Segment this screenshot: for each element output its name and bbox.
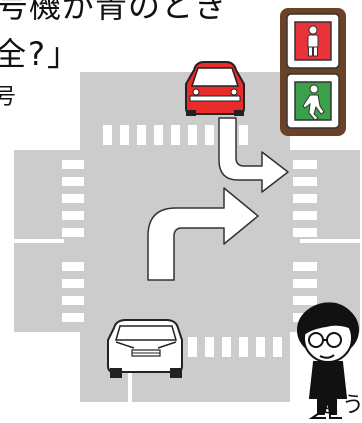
white-car [108, 320, 182, 378]
caption-line-4: ょう [320, 395, 362, 417]
caption-line-2: 全?」 [0, 38, 81, 70]
pedestrian-stop-icon [308, 26, 318, 56]
red-car [186, 62, 244, 116]
caption-line-1: 号機が青のとき [0, 0, 227, 22]
caption-line-3: 号 [0, 87, 16, 109]
pedestrian-signal [280, 8, 346, 136]
